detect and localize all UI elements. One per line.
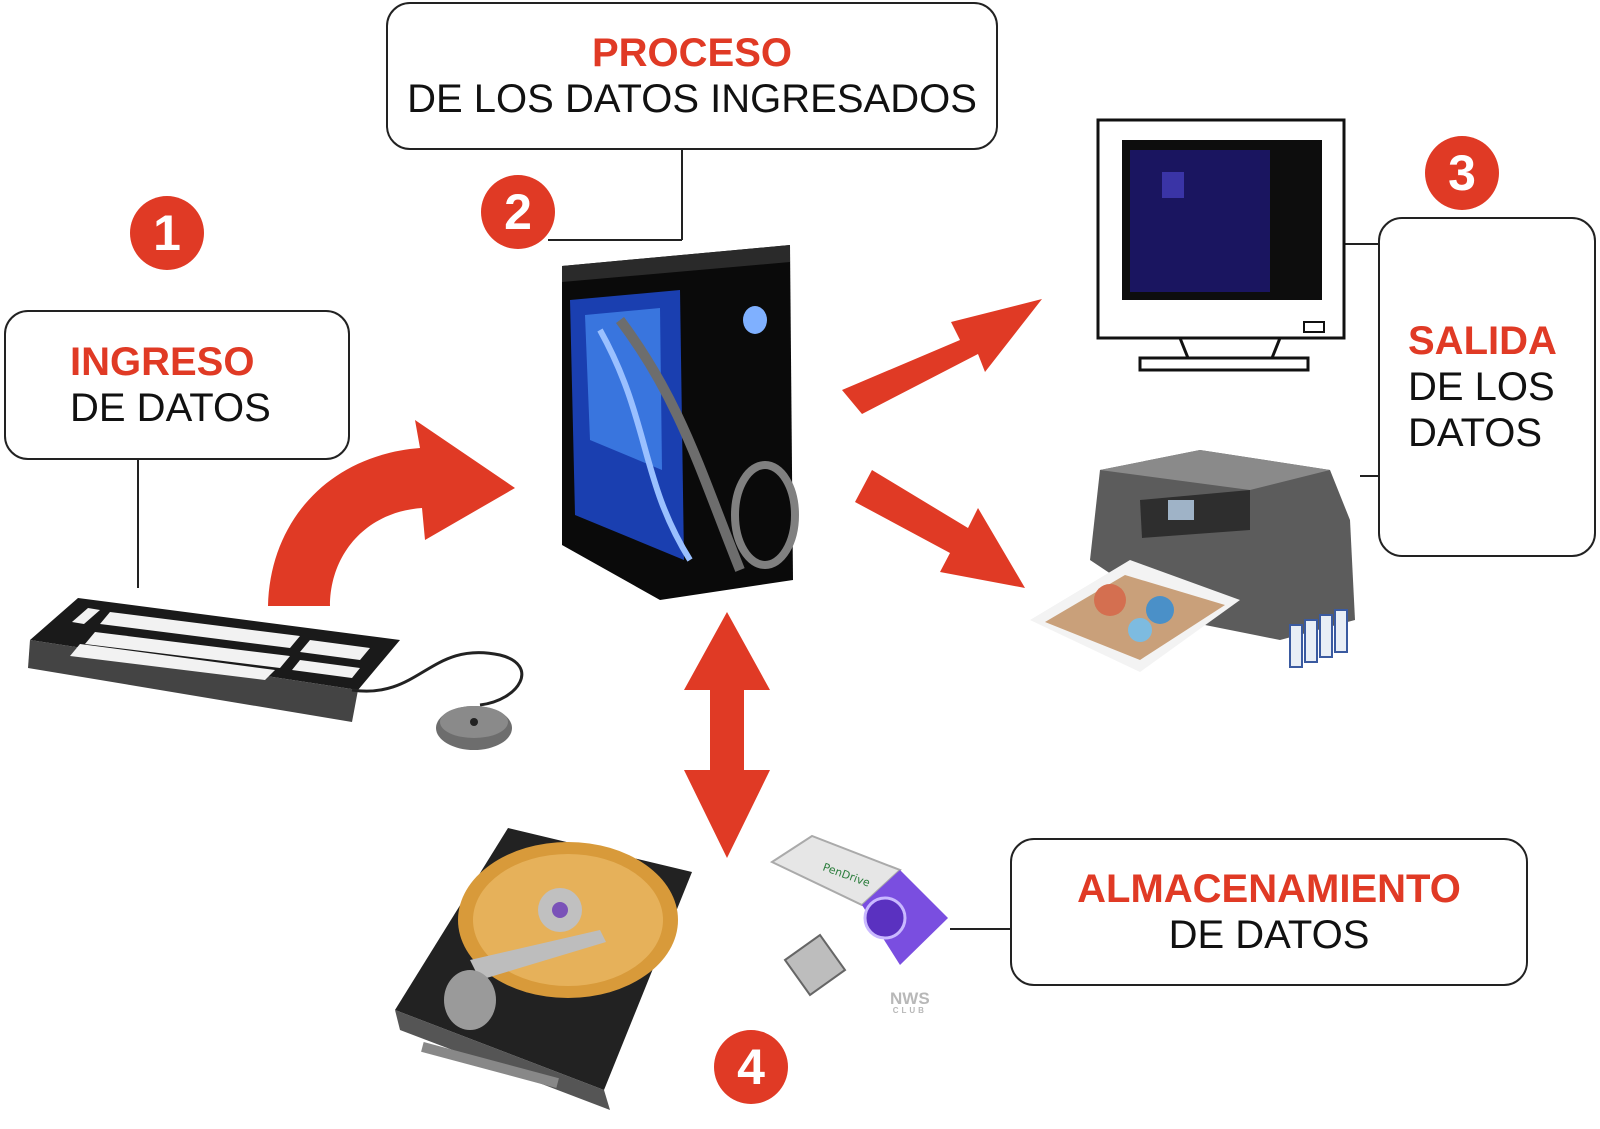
watermark-line2: CLUB — [892, 1006, 927, 1015]
step-badge-4: 4 — [714, 1030, 788, 1104]
step-badge-1: 1 — [130, 196, 204, 270]
box-almacenamiento-subtitle: DE DATOS — [1168, 913, 1370, 957]
box-almacenamiento-de-datos: ALMACENAMIENTO DE DATOS — [1010, 838, 1528, 986]
pc-tower-icon — [562, 245, 799, 600]
arrow-storage-bidirectional — [684, 612, 770, 858]
box-salida-line3: DATOS — [1408, 411, 1543, 455]
box-almacenamiento-title: ALMACENAMIENTO — [1077, 867, 1461, 911]
box-ingreso-subtitle: DE DATOS — [70, 386, 271, 430]
keyboard-icon — [28, 598, 524, 722]
box-proceso-subtitle: DE LOS DATOS INGRESADOS — [407, 77, 977, 121]
arrow-output-monitor — [842, 299, 1042, 414]
box-ingreso-de-datos: INGRESO DE DATOS — [4, 310, 350, 460]
step-badge-2: 2 — [481, 175, 555, 249]
box-proceso-title: PROCESO — [591, 31, 793, 75]
watermark: NWS CLUB — [890, 990, 930, 1015]
mouse-icon — [436, 706, 512, 750]
step-badge-3: 3 — [1425, 136, 1499, 210]
box-proceso-de-datos: PROCESO DE LOS DATOS INGRESADOS — [386, 2, 998, 150]
box-ingreso-title: INGRESO — [70, 340, 255, 384]
usb-drive-icon: PenDrive — [769, 834, 948, 997]
monitor-icon — [1096, 118, 1346, 372]
arrow-input — [268, 420, 515, 606]
printer-icon — [1030, 450, 1355, 672]
hard-drive-icon — [395, 828, 692, 1110]
arrow-output-printer — [855, 470, 1025, 588]
box-salida-de-datos: SALIDA DE LOS DATOS — [1378, 217, 1596, 557]
box-salida-line2: DE LOS — [1408, 365, 1555, 409]
watermark-line1: NWS — [890, 989, 930, 1008]
connector-lines — [137, 150, 1378, 930]
box-salida-title: SALIDA — [1408, 319, 1557, 363]
